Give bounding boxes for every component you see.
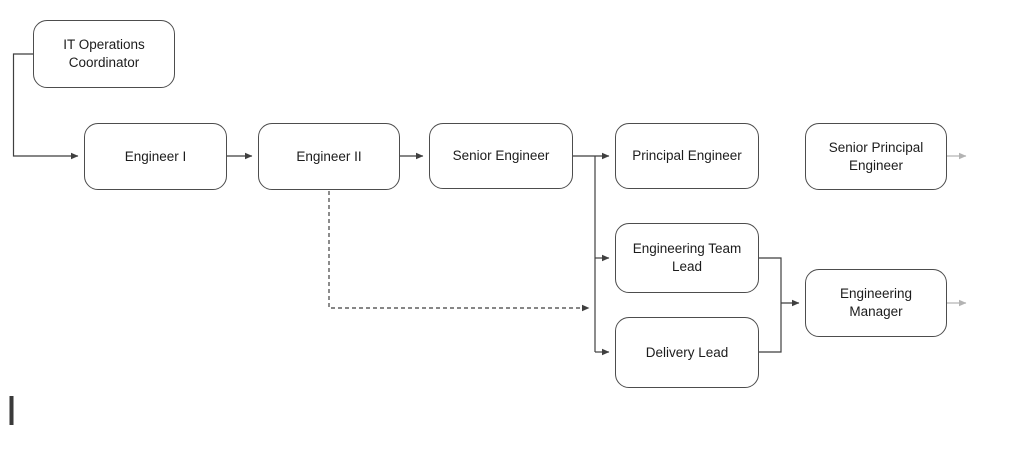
connector-leads-merge [759,257,782,353]
node-delivery-lead[interactable]: Delivery Lead [615,317,759,388]
node-engineer-ii[interactable]: Engineer II [258,123,400,190]
node-engineering-team-lead[interactable]: Engineering Team Lead [615,223,759,293]
text-caret [9,396,14,425]
node-engineering-manager[interactable]: Engineering Manager [805,269,947,337]
node-senior-principal-engineer[interactable]: Senior Principal Engineer [805,123,947,190]
node-senior-engineer[interactable]: Senior Engineer [429,123,573,189]
node-it-operations-coordinator[interactable]: IT Operations Coordinator [33,20,175,88]
node-engineer-i[interactable]: Engineer I [84,123,227,190]
connector-engineer-ii-dashed-to-branch [328,191,590,312]
node-principal-engineer[interactable]: Principal Engineer [615,123,759,189]
